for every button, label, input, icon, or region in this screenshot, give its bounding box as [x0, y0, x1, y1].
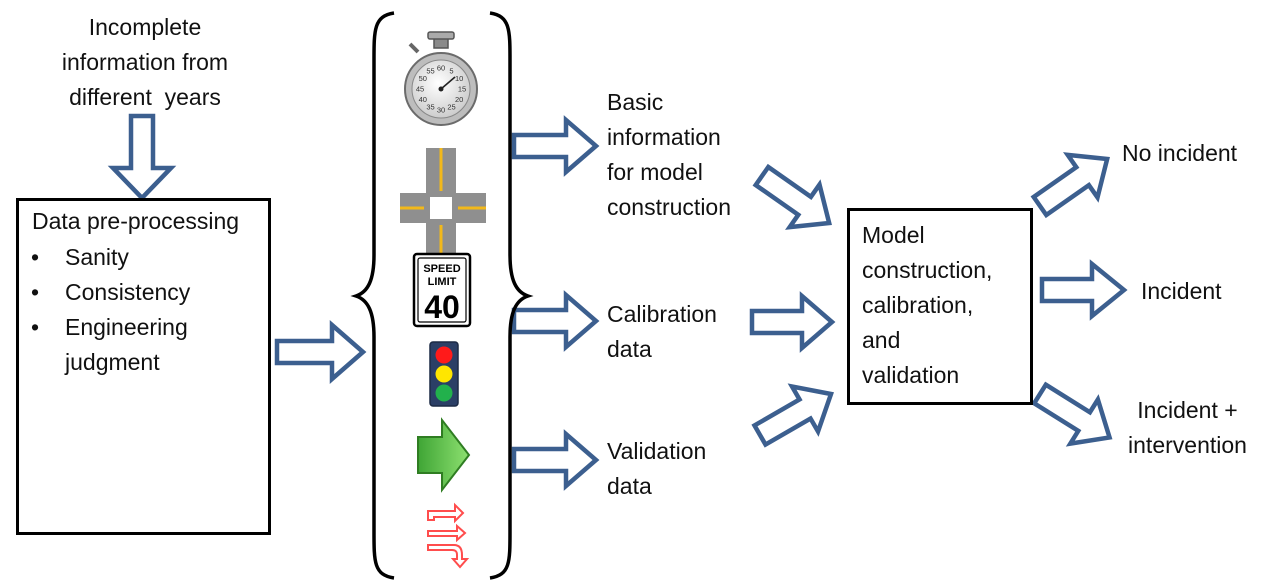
intersection-icon — [400, 148, 486, 268]
validation-line-2: data — [607, 473, 652, 499]
left-curly-brace — [350, 11, 395, 580]
model-line-2: construction, — [862, 257, 993, 283]
speed-sign-value: 40 — [424, 289, 460, 325]
arrow-model-to-intervention — [1031, 381, 1113, 447]
speed-sign-line2: LIMIT — [428, 276, 457, 288]
stopwatch-number: 15 — [458, 85, 466, 94]
model-box: Model construction, calibration, and val… — [847, 208, 1033, 405]
speed-sign-line1: SPEED — [423, 263, 460, 275]
arrow-model-to-incident — [1039, 259, 1128, 321]
calibration-line-2: data — [607, 336, 652, 362]
traffic-light-icon — [429, 341, 459, 407]
arrow-calibration-to-model — [749, 291, 836, 353]
validation-data-label: Validation data — [607, 434, 706, 504]
stopwatch-number: 30 — [437, 106, 445, 115]
calibration-data-label: Calibration data — [607, 297, 717, 367]
input-line-3: different years — [69, 84, 221, 110]
preprocessing-title: Data pre-processing — [32, 208, 240, 234]
stopwatch-number: 55 — [426, 66, 434, 75]
input-line-1: Incomplete — [88, 14, 202, 40]
input-label: Incomplete information from different ye… — [40, 10, 250, 115]
preprocessing-box: Data pre-processing Sanity Consistency E… — [16, 198, 271, 535]
preprocessing-bullets: Sanity Consistency Engineering judgment — [23, 240, 263, 380]
model-line-1: Model — [862, 222, 925, 248]
green-arrow-icon — [417, 417, 471, 493]
bullet-engineering-judgment: Engineering judgment — [23, 310, 225, 380]
calibration-line-1: Calibration — [607, 301, 717, 327]
stopwatch-number: 45 — [416, 85, 424, 94]
result-no-incident: No incident — [1122, 140, 1238, 166]
result-incident-intervention: Incident + intervention — [1110, 393, 1265, 463]
stopwatch-number: 5 — [449, 66, 453, 75]
result-incident: Incident — [1141, 278, 1222, 304]
stopwatch-number: 20 — [455, 95, 463, 104]
basic-information-label: Basic information for model construction — [607, 85, 731, 225]
stopwatch-number: 40 — [419, 95, 427, 104]
stopwatch-number: 50 — [419, 74, 427, 83]
input-line-2: information from — [61, 49, 229, 75]
arrow-sources-to-calibration — [511, 290, 600, 352]
basic-line-2: information — [607, 124, 721, 150]
arrow-sources-to-basic — [511, 115, 600, 177]
arrow-basic-to-model — [752, 163, 832, 230]
speed-limit-sign-icon: SPEED LIMIT 40 — [412, 252, 472, 328]
stopwatch-number: 10 — [455, 74, 463, 83]
model-line-5: validation — [862, 362, 960, 388]
arrow-input-to-preprocessing — [107, 113, 177, 202]
arrow-preprocessing-to-sources — [274, 320, 367, 384]
bullet-sanity: Sanity — [23, 240, 263, 275]
stopwatch-number: 35 — [426, 103, 434, 112]
intervention-line-2: intervention — [1128, 432, 1247, 458]
arrow-sources-to-validation — [511, 429, 600, 491]
right-curly-brace — [489, 11, 534, 580]
model-line-3: calibration, — [862, 292, 974, 318]
model-line-4: and — [862, 327, 901, 353]
stopwatch-number: 60 — [437, 64, 445, 73]
bullet-consistency: Consistency — [23, 275, 263, 310]
arrow-model-to-no-incident — [1030, 152, 1110, 219]
model-label: Model construction, calibration, and val… — [862, 218, 992, 393]
basic-line-3: for model — [607, 159, 703, 185]
validation-line-1: Validation — [607, 438, 707, 464]
basic-line-1: Basic — [607, 89, 664, 115]
arrow-validation-to-model — [751, 383, 834, 448]
intervention-line-1: Incident + — [1137, 397, 1238, 423]
turn-movement-icon — [427, 502, 470, 569]
stopwatch-number: 25 — [447, 103, 455, 112]
basic-line-4: construction — [607, 194, 732, 220]
